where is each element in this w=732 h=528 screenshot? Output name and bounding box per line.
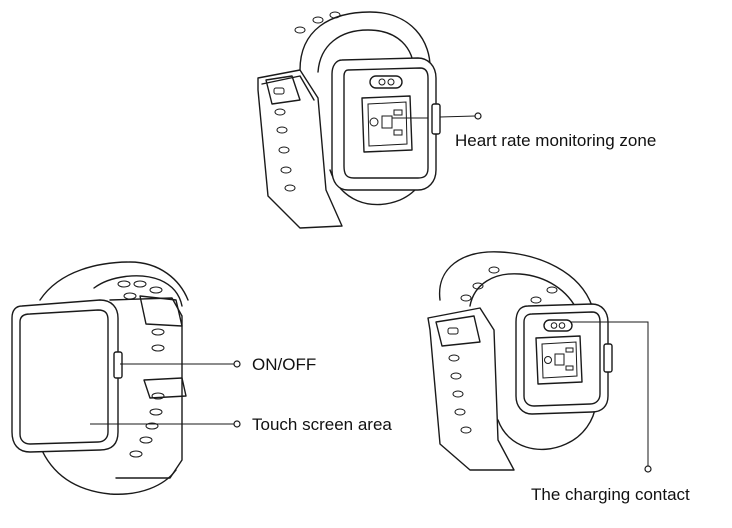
charging-leader-dot: [644, 465, 652, 473]
heart-rate-leader-dot: [474, 112, 482, 120]
touch-screen-leader-dot: [233, 420, 241, 428]
on-off-leader-dot: [233, 360, 241, 368]
heart-rate-zone-label: Heart rate monitoring zone: [455, 131, 657, 150]
touch-screen-label: Touch screen area: [252, 415, 392, 434]
on-off-label: ON/OFF: [252, 355, 317, 374]
charging-contact-label: The charging contact: [531, 485, 690, 504]
top-watch-back-view: [257, 11, 441, 229]
right-watch-back-view: [427, 251, 613, 471]
charging-leader-line: [570, 321, 649, 466]
left-watch-front-view: [11, 261, 189, 495]
